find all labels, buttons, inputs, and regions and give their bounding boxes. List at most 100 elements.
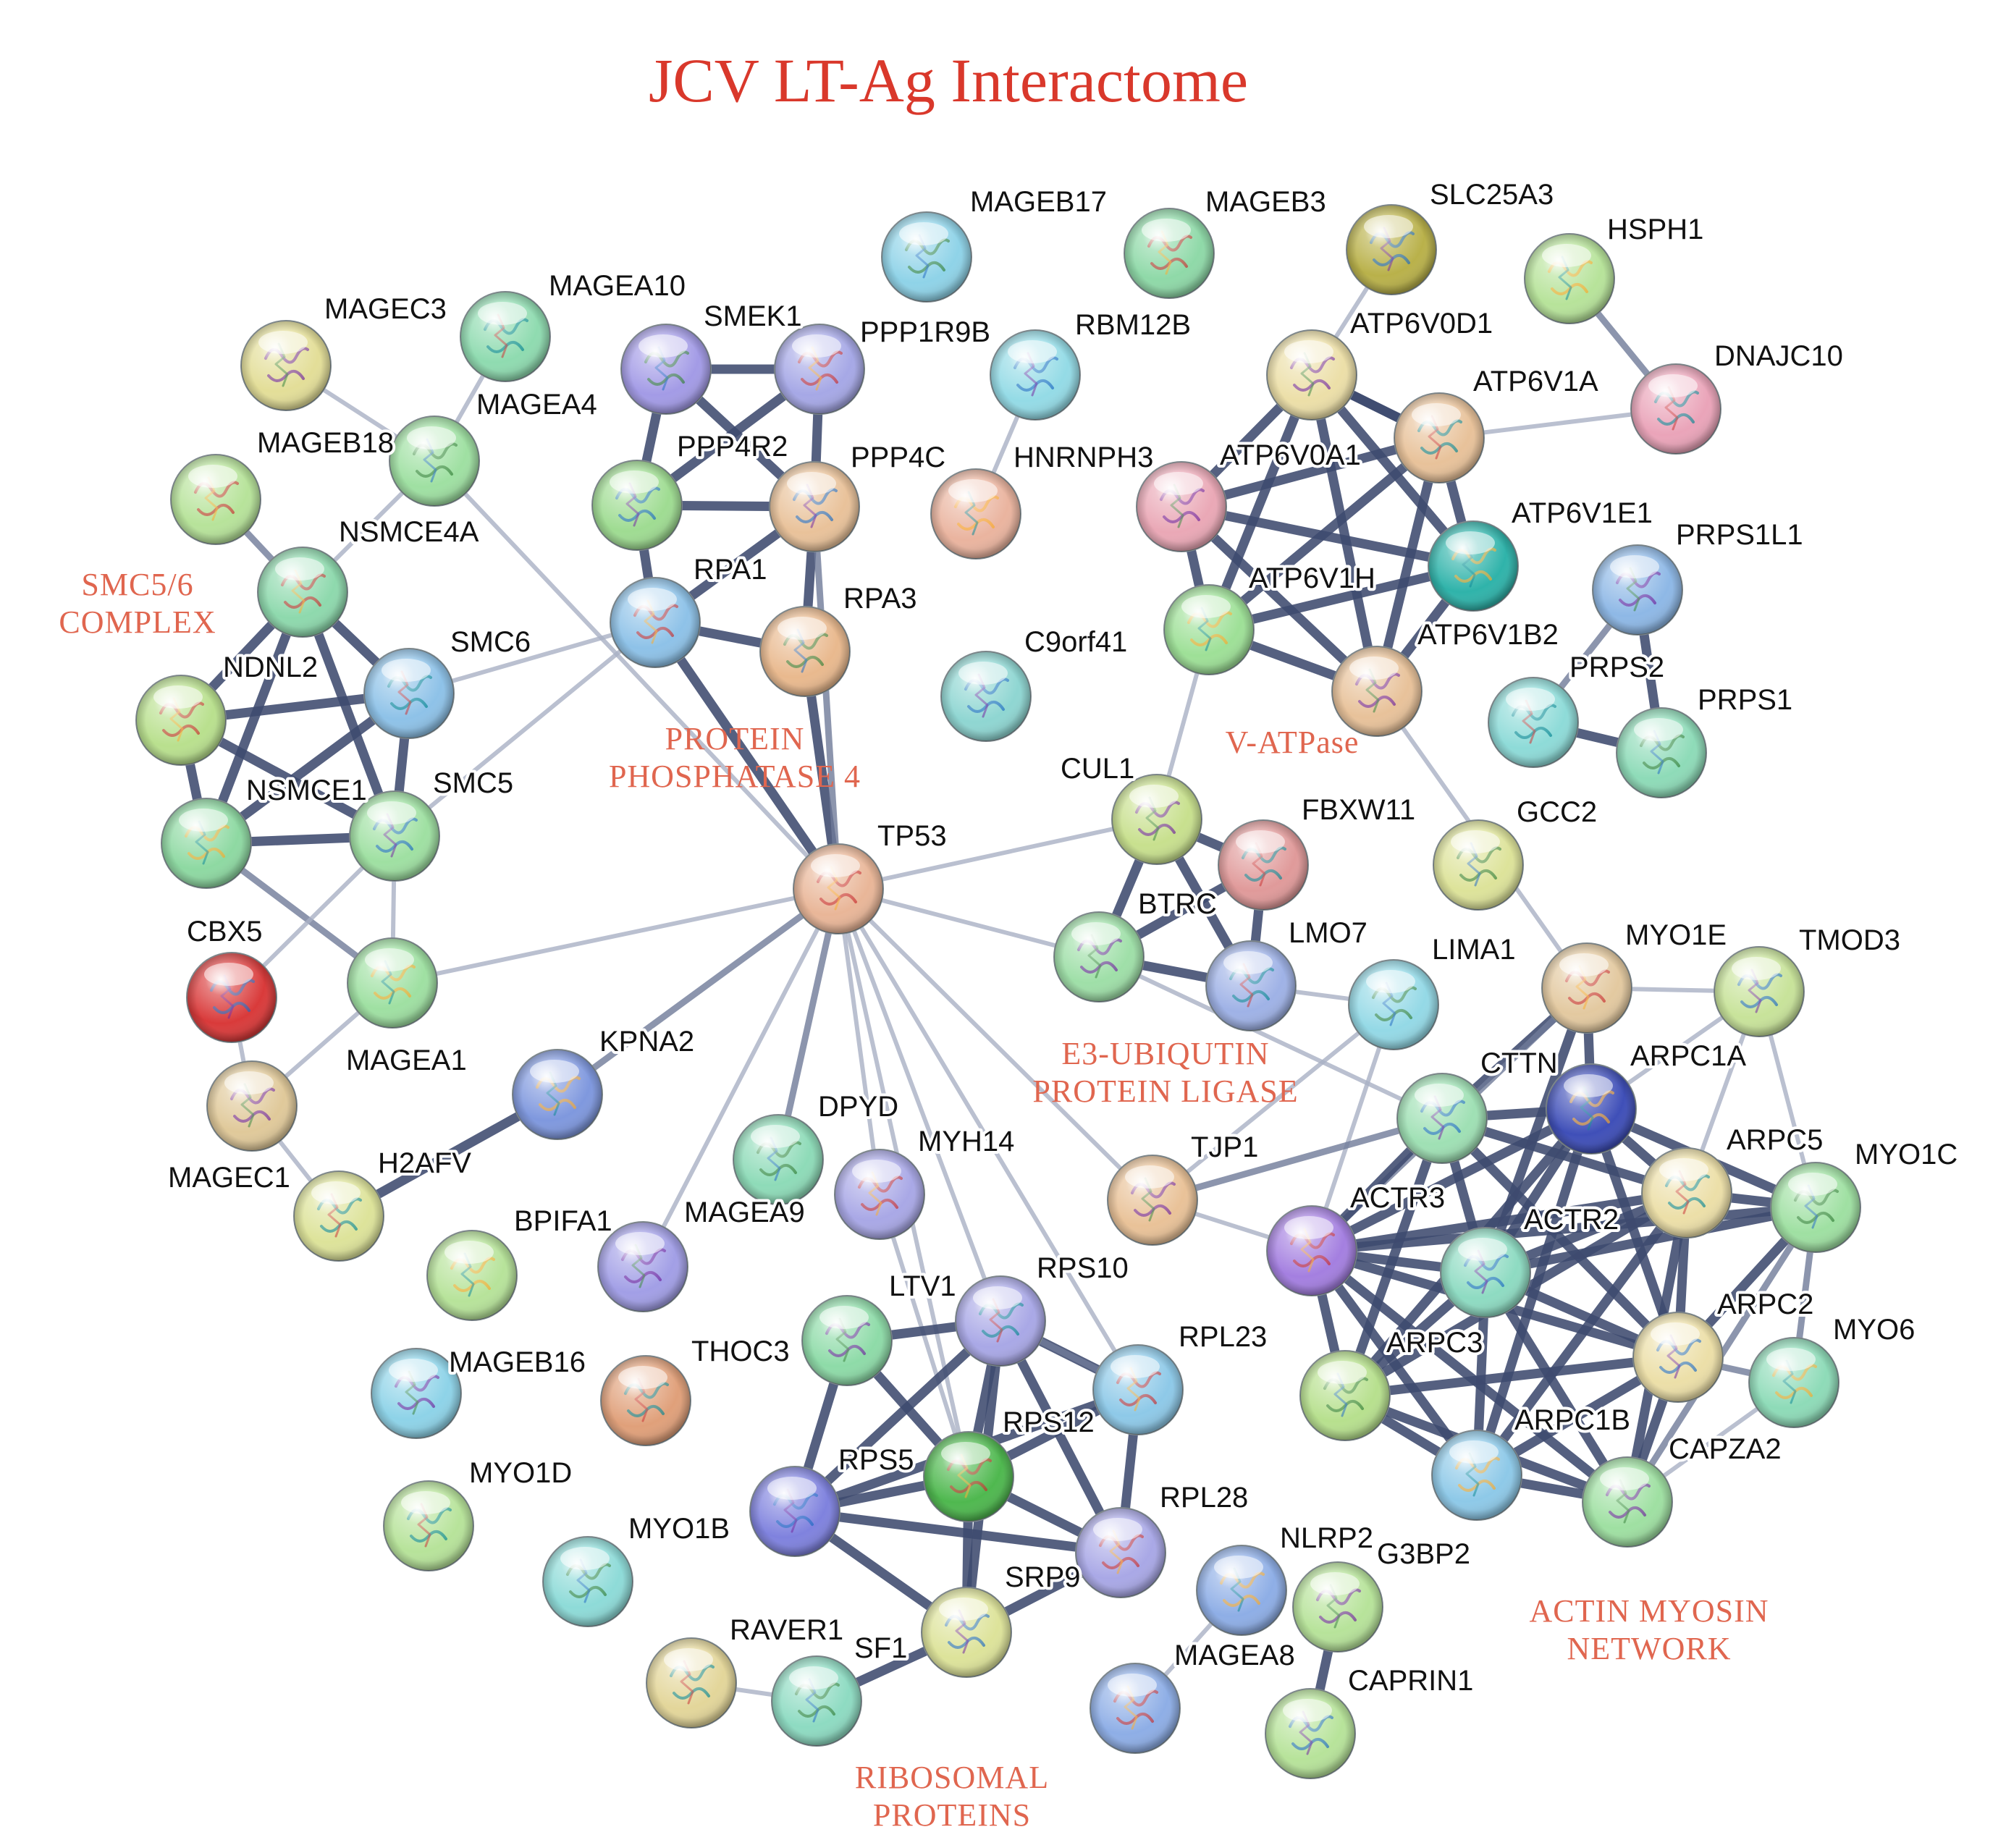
- node-label-atp6v1b2: ATP6V1B2: [1417, 619, 1559, 651]
- node-atp6v1b2[interactable]: [1331, 646, 1423, 737]
- node-myo1d[interactable]: [383, 1480, 474, 1571]
- node-bpifa1[interactable]: [597, 1221, 688, 1312]
- node-label-c9orf41: C9orf41: [1024, 626, 1127, 658]
- node-tmod3[interactable]: [1714, 946, 1805, 1037]
- node-ndnl2[interactable]: [135, 675, 227, 766]
- node-ppp4c[interactable]: [930, 468, 1021, 560]
- node-atp6v0d1[interactable]: [1266, 329, 1357, 421]
- node-node-lone2[interactable]: [371, 1348, 462, 1439]
- node-smc6[interactable]: [363, 648, 455, 739]
- node-magea10[interactable]: [460, 291, 551, 382]
- node-myo1b[interactable]: [542, 1536, 633, 1627]
- node-atp6v1h[interactable]: [1163, 584, 1255, 675]
- node-c9orf41[interactable]: [940, 651, 1032, 742]
- node-myo1e[interactable]: [1541, 942, 1632, 1034]
- node-actr2[interactable]: [1440, 1227, 1531, 1318]
- node-label-rps12: RPS12: [1003, 1406, 1095, 1438]
- node-thoc3[interactable]: [801, 1295, 893, 1386]
- node-node-lone1[interactable]: [426, 1230, 518, 1321]
- node-magea8[interactable]: [1090, 1663, 1181, 1754]
- node-label-rps5: RPS5: [838, 1444, 914, 1476]
- node-kpna2[interactable]: [512, 1049, 603, 1140]
- node-caprin1[interactable]: [1265, 1688, 1356, 1779]
- node-rpa3[interactable]: [759, 606, 851, 697]
- node-nsmce1[interactable]: [161, 798, 252, 889]
- node-fbxw11[interactable]: [1218, 819, 1309, 911]
- node-g3bp2[interactable]: [1292, 1561, 1383, 1653]
- node-hnrnph3[interactable]: [1136, 461, 1227, 552]
- node-srp9[interactable]: [921, 1587, 1012, 1678]
- node-mageb16[interactable]: [600, 1355, 691, 1446]
- node-mageb18[interactable]: [170, 454, 261, 545]
- node-magea4[interactable]: [389, 415, 480, 507]
- node-arpc3[interactable]: [1299, 1350, 1391, 1441]
- node-magea1[interactable]: [347, 937, 438, 1029]
- node-prps1l1[interactable]: [1592, 544, 1683, 636]
- node-cttn[interactable]: [1396, 1073, 1488, 1164]
- node-smek1[interactable]: [620, 324, 712, 415]
- node-magec1[interactable]: [206, 1060, 298, 1152]
- node-magec3[interactable]: [240, 320, 332, 411]
- node-gcc2[interactable]: [1433, 819, 1524, 911]
- node-label-magea8: MAGEA8: [1174, 1640, 1295, 1671]
- node-rpl23[interactable]: [1092, 1344, 1184, 1435]
- node-ppp4r2-top[interactable]: [774, 324, 865, 415]
- node-label-mageb3: MAGEB3: [1205, 186, 1326, 218]
- node-dnajc10[interactable]: [1630, 363, 1721, 455]
- node-rps5[interactable]: [749, 1466, 840, 1557]
- node-arpc1b[interactable]: [1431, 1430, 1522, 1521]
- node-nsmce4a[interactable]: [257, 547, 348, 638]
- node-myo6[interactable]: [1748, 1337, 1839, 1428]
- node-mageb17[interactable]: [881, 211, 972, 303]
- node-capza2[interactable]: [1582, 1456, 1673, 1548]
- node-atp6v1a[interactable]: [1394, 392, 1485, 484]
- node-tp53[interactable]: [793, 843, 884, 934]
- node-label-prps1: PRPS1: [1698, 684, 1792, 716]
- node-lmo7[interactable]: [1205, 940, 1297, 1031]
- node-sf1[interactable]: [771, 1655, 862, 1747]
- cluster-label-line: NETWORK: [1567, 1631, 1732, 1666]
- node-label-ppp1r9b: PPP1R9B: [860, 316, 990, 348]
- node-ppp1r9b[interactable]: [990, 329, 1081, 421]
- node-mageb3[interactable]: [1124, 208, 1215, 299]
- node-label-mageb16: MAGEB16: [449, 1346, 586, 1378]
- node-arpc5[interactable]: [1641, 1147, 1732, 1239]
- node-ltv1[interactable]: [955, 1275, 1046, 1367]
- node-arpc2[interactable]: [1632, 1312, 1724, 1403]
- node-label-nsmce4a: NSMCE4A: [339, 516, 479, 548]
- node-rpa-blue[interactable]: [610, 577, 701, 668]
- node-label-srp9: SRP9: [1005, 1561, 1081, 1593]
- node-prps2[interactable]: [1488, 677, 1579, 768]
- node-label-tjp1: TJP1: [1191, 1131, 1258, 1163]
- node-cbx5[interactable]: [186, 952, 277, 1043]
- node-hsph1[interactable]: [1524, 233, 1615, 324]
- node-dpyd[interactable]: [733, 1114, 824, 1205]
- node-label-myh14: MYH14: [918, 1126, 1014, 1157]
- node-arpc1a[interactable]: [1546, 1063, 1637, 1155]
- node-rpl28[interactable]: [1075, 1507, 1166, 1598]
- node-label-fbxw11: FBXW11: [1302, 794, 1415, 826]
- node-h2afv[interactable]: [293, 1170, 384, 1262]
- node-slc25a3[interactable]: [1346, 204, 1437, 295]
- node-rps12[interactable]: [923, 1431, 1014, 1522]
- node-prps1[interactable]: [1616, 707, 1707, 798]
- node-btrc[interactable]: [1053, 911, 1145, 1003]
- node-label-magea9: MAGEA9: [684, 1197, 805, 1228]
- node-nlrp2[interactable]: [1196, 1545, 1287, 1636]
- node-myh14[interactable]: [834, 1149, 925, 1240]
- node-label-lmo7: LMO7: [1289, 917, 1367, 949]
- node-atp6v1e1[interactable]: [1428, 520, 1519, 612]
- node-raver1[interactable]: [646, 1637, 737, 1729]
- node-ppp4r2[interactable]: [591, 460, 683, 551]
- node-myo1c[interactable]: [1770, 1162, 1861, 1253]
- node-cul1[interactable]: [1111, 774, 1202, 865]
- node-lima1[interactable]: [1348, 959, 1439, 1050]
- node-label-ppp4c: PPP4C: [851, 442, 945, 473]
- node-label-smc6: SMC6: [450, 626, 531, 658]
- node-tjp1[interactable]: [1107, 1155, 1198, 1246]
- node-smc5[interactable]: [349, 790, 440, 882]
- node-actr3[interactable]: [1266, 1205, 1357, 1296]
- cluster-label-vatp: V-ATPase: [1226, 725, 1360, 760]
- node-label-smek1: SMEK1: [704, 300, 802, 332]
- node-rpa1[interactable]: [769, 461, 860, 552]
